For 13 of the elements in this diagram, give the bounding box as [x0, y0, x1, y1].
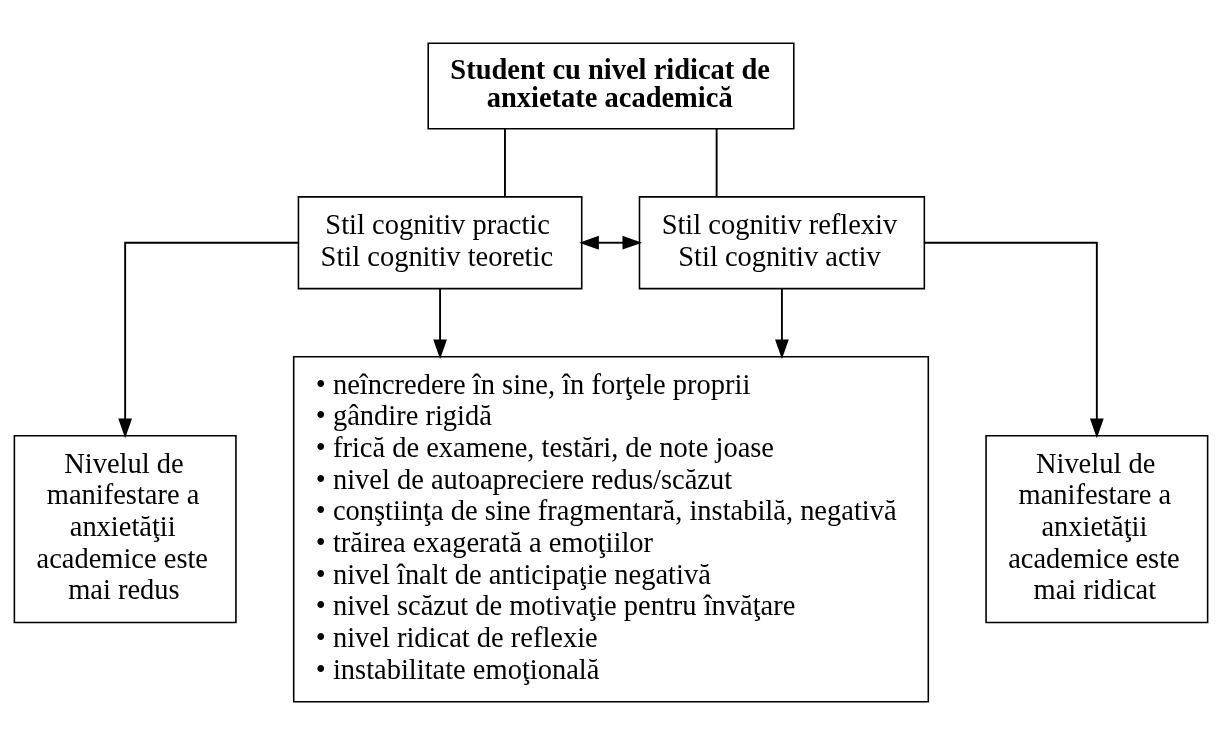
connector — [715, 127, 718, 198]
arrow — [923, 241, 1104, 438]
node-box: Nivelul de manifestare a anxietăţii academice este mai redus — [13, 434, 237, 623]
arrow — [118, 241, 300, 438]
node-box: Stil cognitiv reflexiv Stil cognitiv activ — [638, 195, 926, 289]
arrow — [775, 287, 789, 359]
arrow — [579, 235, 643, 250]
node-box: Stil cognitiv practic Stil cognitiv teoretic — [297, 195, 583, 289]
connector — [504, 127, 506, 198]
node-box: • neîncredere în sine, în forţele proprii • gândire rigidă • frică de examene, testări, de note joase • nivel de autoapreciere redus/scăzut • conştiinţa de sine fragmentară, instabilă, negativă • trăirea exagerată a emoţiilor • nivel înalt de anticipaţie negativă • nivel scăzut de motivaţie pentru învăţare • nivel ridicat de reflexie • instabilitate emoţională — [292, 355, 930, 702]
node-box: Nivelul de manifestare a anxietăţii academice este mai ridicat — [985, 434, 1209, 623]
arrow — [433, 287, 447, 359]
node-box: Student cu nivel ridicat de anxietate academică — [427, 42, 795, 130]
